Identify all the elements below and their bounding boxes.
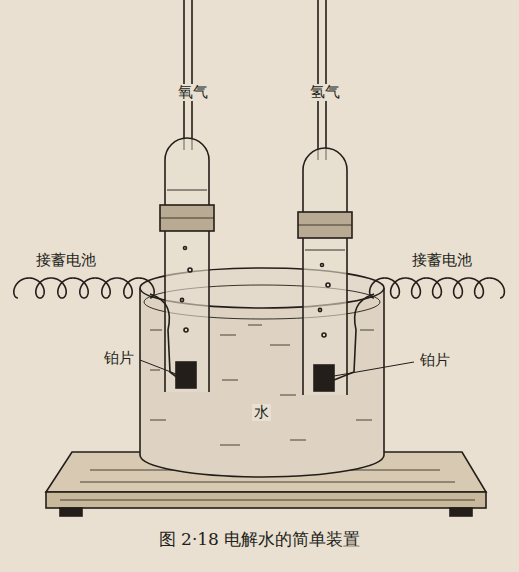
gas-label: 氧气 (176, 84, 210, 101)
leader-line (140, 360, 176, 374)
coiled-wire (14, 278, 154, 298)
battery-label: 接蓄电池 (410, 252, 474, 269)
water-label: 水 (252, 404, 271, 421)
leader-line (334, 362, 414, 376)
figure-caption: 图 2·18 电解水的简单装置 (157, 530, 363, 550)
hydrogen-test-tube (298, 0, 352, 395)
battery-label: 接蓄电池 (34, 252, 98, 269)
coiled-wire (370, 278, 505, 298)
wire (334, 294, 374, 380)
electrode-label: 铂片 (418, 352, 452, 369)
electrode-label: 铂片 (102, 350, 136, 367)
gas-label: 氢气 (308, 84, 342, 101)
